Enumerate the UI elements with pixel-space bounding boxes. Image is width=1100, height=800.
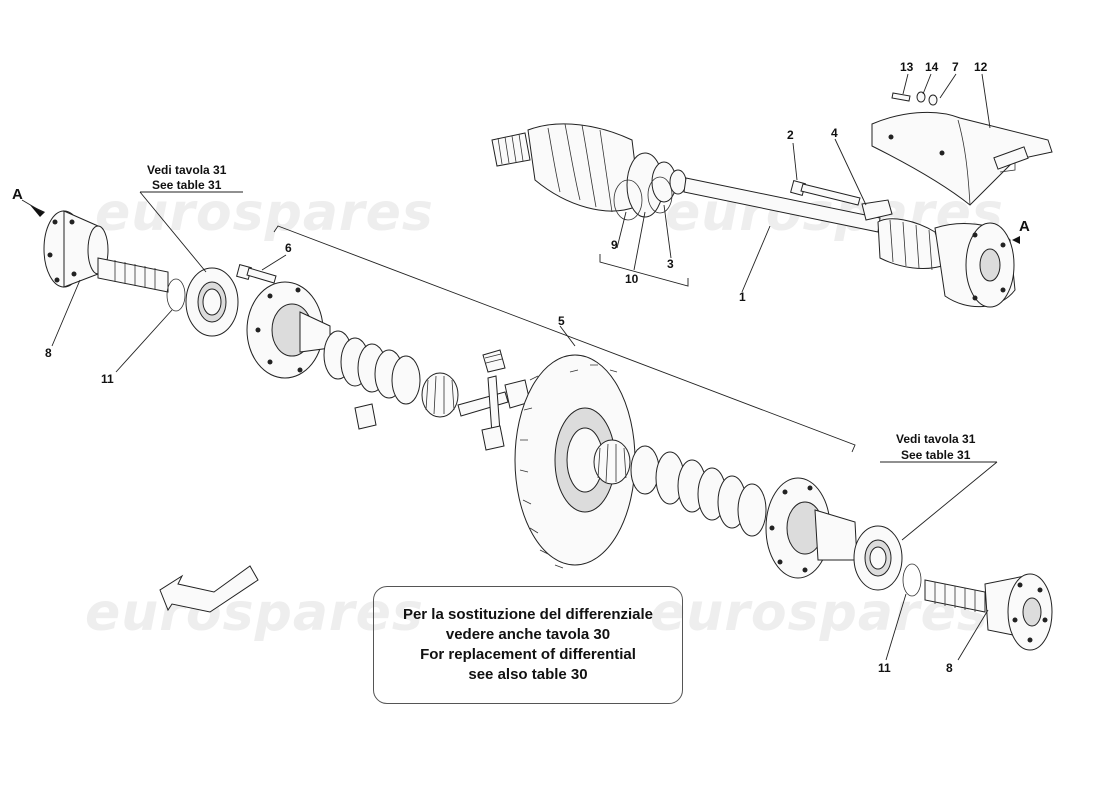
section-mark-right: A: [1019, 218, 1030, 235]
callout-3: 3: [667, 257, 674, 271]
callout-11-right: 11: [878, 661, 891, 675]
callout-7: 7: [952, 60, 959, 74]
callout-9: 9: [611, 238, 618, 252]
callout-10: 10: [625, 272, 639, 286]
direction-arrow: [159, 565, 259, 613]
table-references: Vedi tavola 31 See table 31 Vedi tavola …: [147, 163, 976, 462]
ref-right-line2: See table 31: [901, 448, 971, 462]
callout-14: 14: [925, 60, 939, 74]
ref-left-line2: See table 31: [152, 178, 222, 192]
differential-assembly: [236, 225, 903, 591]
note-line-4: see also table 30: [468, 666, 588, 683]
callout-12: 12: [974, 60, 988, 74]
callout-11-left: 11: [101, 372, 114, 386]
callout-8-right: 8: [946, 661, 953, 675]
callout-8-left: 8: [45, 346, 52, 360]
callout-2: 2: [787, 128, 794, 142]
watermark-top-left: eurospares: [95, 183, 434, 243]
callout-6: 6: [285, 241, 292, 255]
note-line-2: vedere anche tavola 30: [445, 626, 611, 643]
section-mark-left: A: [12, 186, 23, 203]
driveshaft-assembly: [491, 91, 1053, 308]
callouts: 1 2 3 4 5 6 7 8 8 9 10 11 11 12 13 14 A …: [12, 60, 1030, 675]
callout-4: 4: [831, 126, 838, 140]
left-output-flange: [21, 199, 239, 337]
ref-right-line1: Vedi tavola 31: [896, 432, 976, 446]
watermark-bottom-left: eurospares: [85, 583, 424, 643]
callout-5: 5: [558, 314, 565, 328]
callout-1: 1: [739, 290, 746, 304]
right-output-flange: [902, 563, 1053, 651]
note-line-3: For replacement of differential: [420, 646, 636, 663]
note-line-1: Per la sostituzione del differenziale: [402, 606, 654, 623]
ref-left-line1: Vedi tavola 31: [147, 163, 227, 177]
callout-13: 13: [900, 60, 914, 74]
leader-lines: [51, 73, 998, 661]
replacement-note: Per la sostituzione del differenziale ve…: [373, 586, 683, 704]
